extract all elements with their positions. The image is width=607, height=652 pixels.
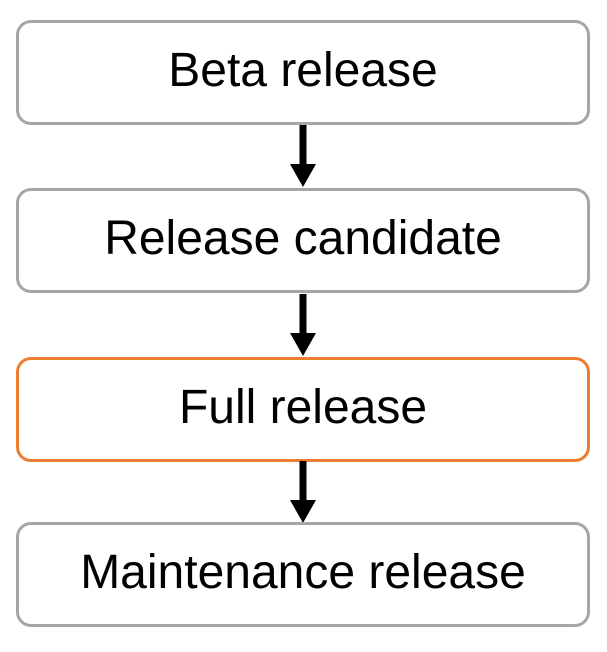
- node-label: Maintenance release: [80, 545, 526, 599]
- arrow-down-icon: [289, 294, 317, 356]
- node-release-candidate: Release candidate: [16, 188, 590, 293]
- node-label: Beta release: [168, 43, 438, 97]
- node-label: Release candidate: [104, 211, 502, 265]
- node-maintenance-release: Maintenance release: [16, 522, 590, 627]
- arrow-down-icon: [289, 461, 317, 523]
- node-beta-release: Beta release: [16, 20, 590, 125]
- node-full-release: Full release: [16, 357, 590, 462]
- node-label: Full release: [178, 380, 428, 434]
- arrow-down-icon: [289, 125, 317, 187]
